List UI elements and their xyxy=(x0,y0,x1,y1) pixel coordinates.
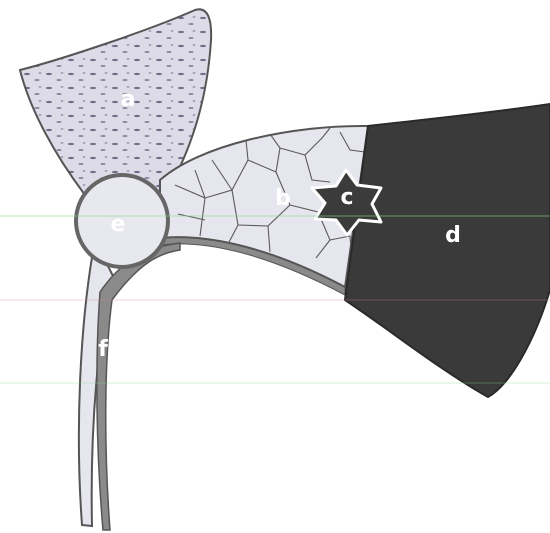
region-d xyxy=(345,104,550,397)
label-a: a xyxy=(121,87,136,112)
label-f: f xyxy=(98,337,108,362)
label-b: b xyxy=(275,186,291,211)
label-e: e xyxy=(111,212,126,237)
label-d: d xyxy=(445,223,461,248)
label-c: c xyxy=(340,185,353,210)
region-f-band xyxy=(97,243,180,530)
